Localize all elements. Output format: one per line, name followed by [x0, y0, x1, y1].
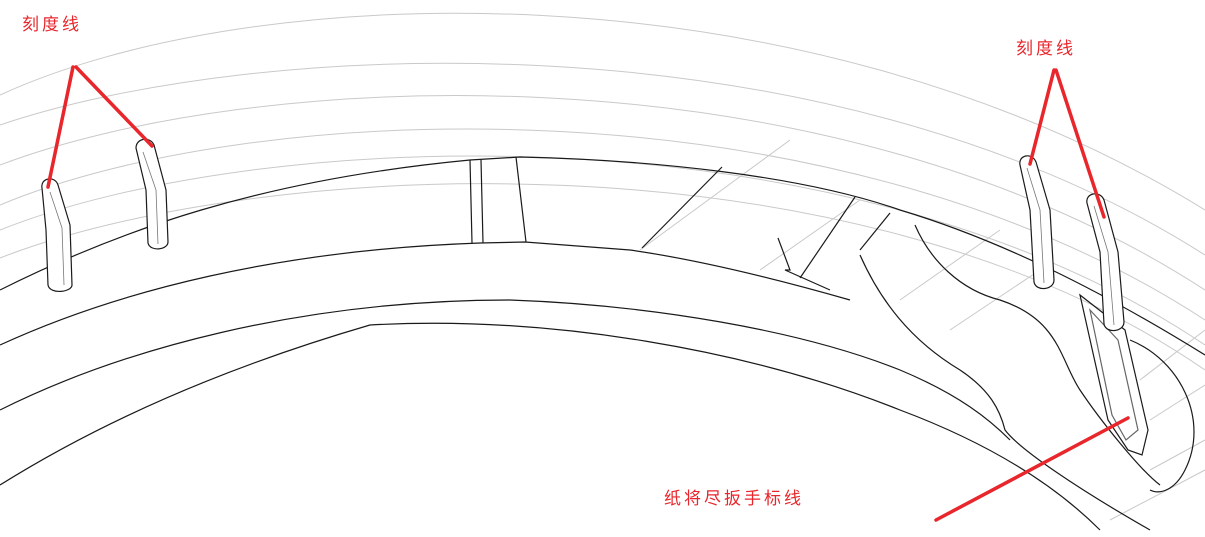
guide-hatch-2 — [899, 229, 1001, 301]
guide-hatch-4 — [1139, 329, 1205, 381]
leader-right-2 — [1054, 68, 1106, 219]
diagonal-cut-2 — [799, 196, 856, 279]
scale-tab-3 — [1019, 155, 1055, 290]
inner-wall — [859, 254, 1151, 531]
tab-4-inner — [1093, 205, 1115, 326]
slot-line-2 — [480, 159, 484, 244]
scale-line-label-left: 刻度线 — [22, 15, 82, 35]
lower-band — [0, 322, 1101, 531]
wrench-mark-line-label: 纸将尽扳手标线 — [664, 489, 804, 509]
guide-arc-3 — [0, 95, 1205, 291]
part-outlines — [0, 156, 1205, 531]
guide-hatch-5 — [1149, 384, 1205, 421]
slot-line-1 — [469, 159, 473, 244]
tab-2-inner — [142, 151, 159, 245]
scale-line-label-right: 刻度线 — [1016, 39, 1076, 59]
scale-tab-4 — [1086, 193, 1125, 332]
tab-3-inner — [1026, 167, 1045, 284]
wrench-blade-outline — [1079, 293, 1149, 456]
guide-arc-6 — [0, 183, 1205, 371]
guide-hatch-3 — [949, 269, 1041, 331]
diagonal-cut-1 — [641, 166, 723, 249]
round-cap — [1129, 339, 1195, 493]
middle-band — [0, 299, 1011, 441]
leader-wrench — [934, 416, 1130, 522]
scale-tab-2 — [135, 138, 169, 250]
guide-arc-7 — [639, 139, 791, 251]
guide-hatch-7 — [1109, 469, 1205, 521]
guide-hatch-1 — [759, 199, 861, 271]
zigzag-cut — [777, 237, 831, 291]
slot-line-3 — [515, 156, 527, 243]
upper-band-bottom — [0, 241, 851, 346]
leader-left-1 — [46, 65, 75, 189]
annotation-leaders — [46, 65, 1130, 522]
wrench-blade-inner — [1088, 308, 1139, 441]
diagonal-cut-3 — [859, 212, 891, 251]
inner-wall-2 — [914, 224, 1161, 486]
leader-left-2 — [74, 65, 154, 148]
tab-1-inner — [49, 191, 65, 286]
leader-right-1 — [1028, 68, 1056, 166]
scale-tab-1 — [41, 178, 73, 292]
guide-arcs — [0, 12, 1205, 521]
guide-hatch-6 — [1149, 439, 1205, 471]
scale-tabs — [41, 138, 1125, 332]
guide-arc-1 — [0, 12, 1205, 211]
scale-tab-inner-lines — [49, 151, 1115, 326]
guide-arc-4 — [0, 128, 1205, 321]
